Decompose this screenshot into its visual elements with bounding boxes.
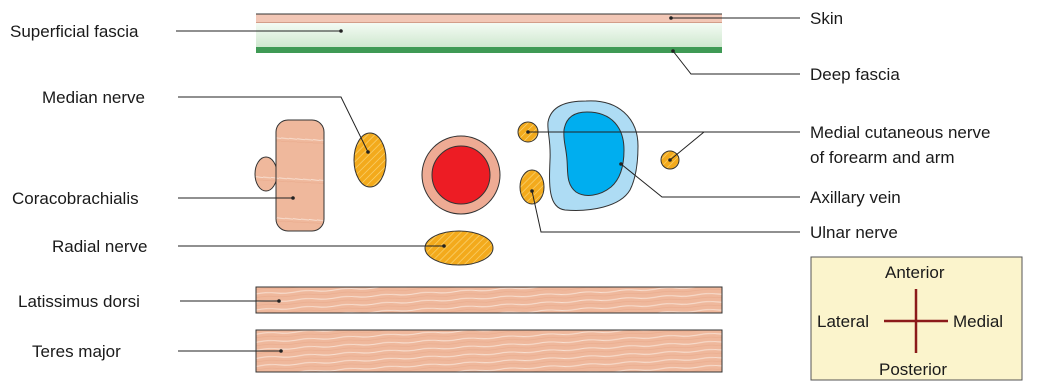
label-ulnar-nerve: Ulnar nerve: [810, 223, 898, 242]
label-radial-nerve: Radial nerve: [52, 237, 147, 256]
label-median-nerve: Median nerve: [42, 88, 145, 107]
orientation-legend: Anterior Posterior Lateral Medial: [811, 257, 1022, 380]
teres-major-muscle: [256, 330, 722, 372]
coracobrachialis-muscle: [255, 120, 324, 231]
label-coracobrachialis: Coracobrachialis: [12, 189, 139, 208]
orientation-posterior: Posterior: [879, 360, 947, 379]
label-superficial-fascia: Superficial fascia: [10, 22, 139, 41]
label-latissimus-dorsi: Latissimus dorsi: [18, 292, 140, 311]
skin-layer: [256, 14, 722, 23]
label-deep-fascia: Deep fascia: [810, 65, 900, 84]
label-medial-cutaneous-line2: of forearm and arm: [810, 148, 955, 167]
orientation-lateral: Lateral: [817, 312, 869, 331]
label-teres-major: Teres major: [32, 342, 121, 361]
label-skin: Skin: [810, 9, 843, 28]
median-nerve: [354, 133, 386, 187]
axillary-vein: [548, 101, 638, 211]
orientation-anterior: Anterior: [885, 263, 945, 282]
ulnar-nerve: [520, 170, 544, 204]
axillary-artery: [422, 136, 500, 214]
latissimus-dorsi-muscle: [256, 287, 722, 313]
label-medial-cutaneous-line1: Medial cutaneous nerve: [810, 123, 991, 142]
superficial-fascia-layer: [256, 23, 722, 47]
orientation-medial: Medial: [953, 312, 1003, 331]
label-axillary-vein: Axillary vein: [810, 188, 901, 207]
radial-nerve: [425, 231, 493, 265]
deep-fascia-layer: [256, 47, 722, 53]
